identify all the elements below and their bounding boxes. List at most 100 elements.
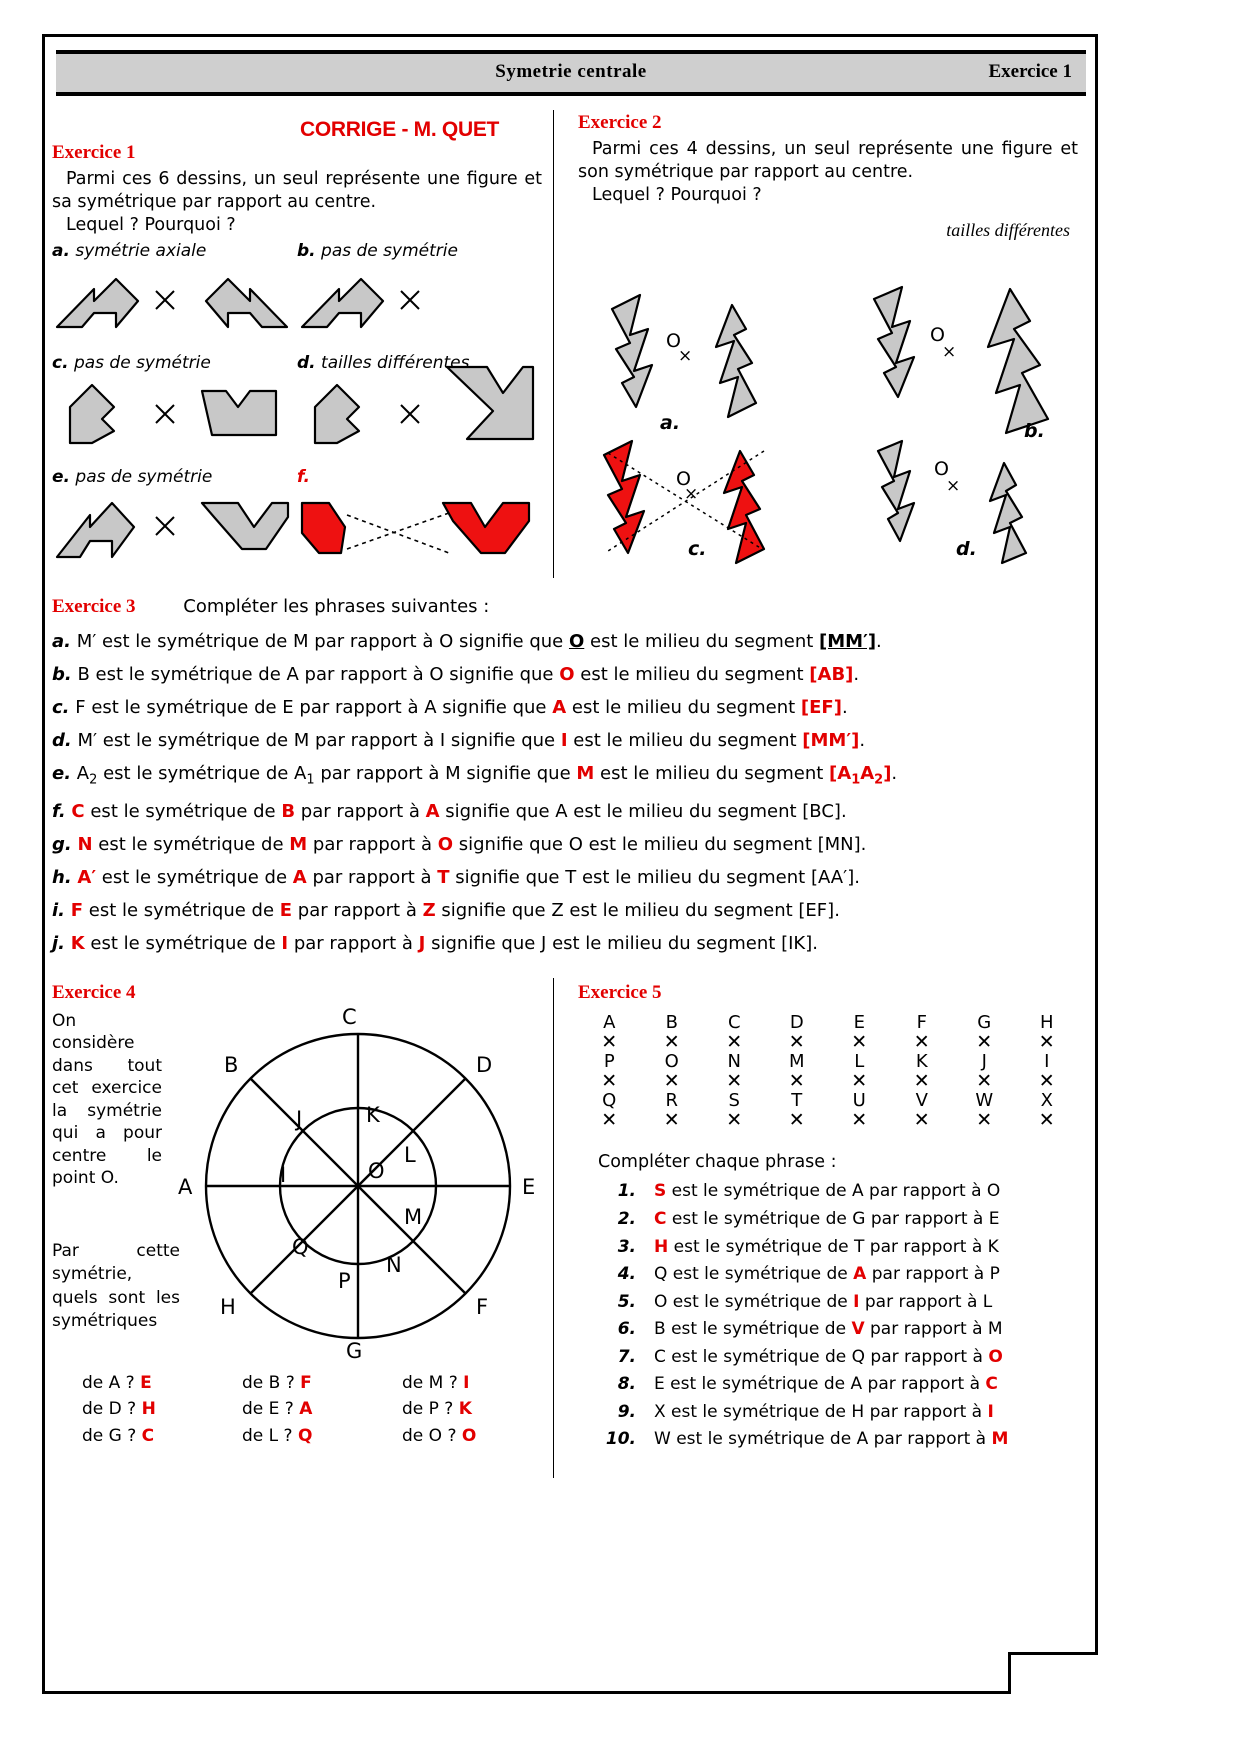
grid-letter: T	[791, 1089, 803, 1111]
letter-grid-cell: K✕	[891, 1052, 954, 1092]
figure-key-e: e.	[52, 467, 70, 488]
letter-grid-cell: F✕	[891, 1013, 954, 1053]
item-center2: T	[437, 866, 450, 888]
banner-exercise-label: Exercice 1	[988, 61, 1072, 82]
figure-key-a: a.	[52, 241, 70, 262]
grid-letter: M	[788, 1050, 805, 1072]
exercise-5-heading: Exercice 5	[578, 982, 662, 1003]
item-segment: [A1A2]	[829, 763, 892, 788]
statement-number: 8.	[617, 1374, 636, 1395]
statement-row: 8.E est le symétrique de A par rapport à…	[578, 1371, 1078, 1399]
point-mark-icon: ✕	[913, 1108, 930, 1131]
circle-label-A: A	[178, 1175, 193, 1199]
figure-caption-e: pas de symétrie	[75, 467, 213, 488]
statement-body: W est le symétrique de A par rapport à M	[654, 1426, 1008, 1454]
circle-label-P: P	[338, 1269, 351, 1293]
point-mark-icon: ✕	[663, 1108, 680, 1131]
statement-number: 5.	[617, 1291, 636, 1312]
item-center: I	[560, 730, 568, 751]
item-text3: est le milieu du segment	[584, 631, 820, 652]
grid-letter: G	[977, 1012, 992, 1033]
item-key: h.	[52, 866, 72, 888]
circle-label-K: K	[366, 1103, 381, 1127]
answer-cell: de O ? O	[402, 1423, 562, 1449]
point-mark-icon: ✕	[976, 1030, 993, 1053]
exercise-3: Exercice 3 Compléter les phrases suivant…	[52, 596, 1052, 953]
item-text2: par rapport à	[306, 866, 438, 888]
item-answer: N	[77, 833, 93, 855]
item-center2: O	[437, 833, 454, 855]
exercise-5: Exercice 5 A✕B✕C✕D✕E✕F✕G✕H✕P✕O✕N✕M✕L✕K✕J…	[578, 982, 1078, 1454]
figure-key-d: d.	[297, 353, 316, 374]
exercise-3-item: b. B est le symétrique de A par rapport …	[52, 664, 860, 685]
figure-label-c: c. pas de symétrie	[52, 353, 297, 373]
circle-label-E: E	[522, 1175, 535, 1199]
grid-letter: V	[915, 1089, 928, 1111]
point-mark-icon: ✕	[788, 1069, 805, 1092]
exercise-3-item: f. C est le symétrique de B par rapport …	[52, 800, 847, 822]
figure-cell-c: c. pas de symétrie	[52, 353, 297, 451]
exercise-3-heading: Exercice 3	[52, 596, 136, 617]
answer-value: H	[141, 1399, 156, 1420]
point-mark-icon: ✕	[726, 1108, 743, 1131]
circle-label-M: M	[404, 1205, 422, 1229]
letter-grid-cell: H✕	[1016, 1013, 1079, 1053]
statement-body: H est le symétrique de T par rapport à K	[654, 1234, 999, 1262]
item-center: M	[289, 833, 308, 855]
item-answer: C	[71, 800, 85, 822]
svg-text:O: O	[676, 468, 691, 490]
statement-row: 1.S est le symétrique de A par rapport à…	[578, 1178, 1078, 1206]
letter-grid-cell: D✕	[766, 1013, 829, 1053]
figure-key-f: f.	[297, 467, 310, 488]
point-mark-icon: ✕	[976, 1069, 993, 1092]
point-mark-icon: ✕	[601, 1069, 618, 1092]
answer-question: de O ?	[402, 1425, 457, 1446]
answer-question: de G ?	[82, 1425, 137, 1446]
letter-grid-cell: V✕	[891, 1089, 954, 1131]
figure-caption-b: pas de symétrie	[321, 241, 458, 262]
item-text3: signifie que J est le milieu du segment	[425, 932, 782, 954]
item-text2: par rapport à	[295, 800, 426, 822]
point-mark-icon: ✕	[1038, 1069, 1055, 1092]
exercise-3-item: g. N est le symétrique de M par rapport …	[52, 833, 867, 855]
statement-row: 9.X est le symétrique de H par rapport à…	[578, 1399, 1078, 1427]
statement-body: X est le symétrique de H par rapport à I	[654, 1399, 994, 1427]
item-text: est le symétrique de	[96, 866, 293, 888]
item-text: A2 est le symétrique de A1 par rapport à…	[76, 763, 577, 788]
figure-shapes-f	[297, 487, 542, 565]
item-center: B	[281, 800, 296, 822]
banner-title: Symetrie centrale	[56, 61, 1086, 83]
item-segment: [AB]	[809, 664, 854, 685]
exercise-2: Exercice 2 Parmi ces 4 dessins, un seul …	[578, 112, 1078, 567]
statement-row: 2.C est le symétrique de G par rapport à…	[578, 1206, 1078, 1234]
exercise-1: Exercice 1 Parmi ces 6 dessins, un seul …	[52, 142, 542, 565]
answer-value: C	[141, 1425, 155, 1446]
answer-question: de P ?	[402, 1399, 454, 1420]
item-text3: est le milieu du segment	[574, 664, 810, 685]
point-mark-icon: ✕	[976, 1108, 993, 1131]
point-mark-icon: ✕	[726, 1030, 743, 1053]
item-text3: signifie que Z est le milieu du segment	[435, 899, 799, 921]
exercise-3-intro: Exercice 3 Compléter les phrases suivant…	[52, 596, 1052, 618]
letter-grid-cell: T✕	[766, 1089, 829, 1131]
exercise-3-instruction: Compléter les phrases suivantes :	[183, 596, 490, 617]
item-key: b.	[52, 664, 72, 685]
answer-question: de A ?	[82, 1373, 135, 1393]
item-segment: [AA′]	[810, 866, 855, 888]
figure-label-a: a. symétrie axiale	[52, 241, 297, 261]
page-border	[42, 34, 1098, 1694]
answer-cell: de G ? C	[82, 1423, 242, 1449]
item-key: g.	[52, 833, 72, 855]
item-text: B est le symétrique de A par rapport à O…	[77, 664, 560, 685]
exercise-3-item: i. F est le symétrique de E par rapport …	[52, 899, 840, 921]
item-center: O	[568, 631, 585, 652]
circle-label-Q: Q	[292, 1235, 309, 1259]
grid-letter: Q	[602, 1089, 617, 1111]
statement-number: 1.	[617, 1181, 636, 1202]
grid-letter: I	[1044, 1050, 1050, 1072]
figure-shapes-c	[52, 373, 297, 451]
item-segment: [MN]	[817, 833, 861, 855]
item-key: d.	[52, 730, 72, 751]
statement-text: C est le symétrique de Q par rapport à	[654, 1346, 989, 1367]
